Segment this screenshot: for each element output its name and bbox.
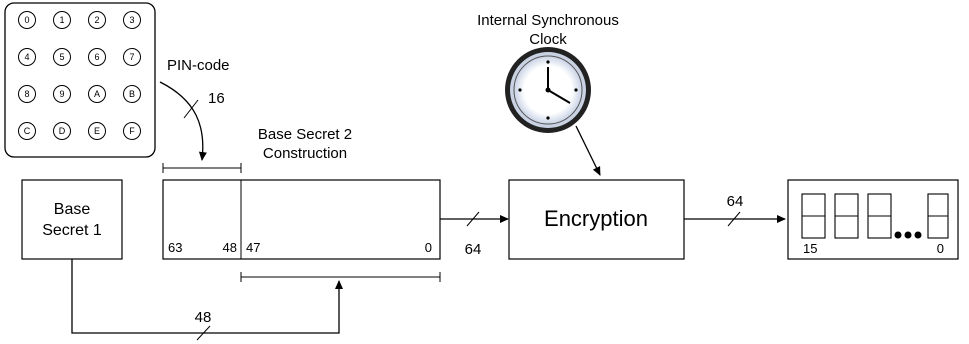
display-digit [801, 193, 826, 239]
keypad-key-label: 2 [94, 15, 99, 25]
keypad-key-7: 7 [123, 48, 141, 66]
keypad-key-label: 9 [59, 89, 64, 99]
clock-icon [505, 47, 591, 133]
keypad-key-label: 3 [129, 15, 134, 25]
keypad-key-label: F [129, 126, 135, 136]
base-secret1-label-line1: Base [54, 201, 91, 218]
keypad-key-1: 1 [53, 11, 71, 29]
register-bus-tick [466, 211, 480, 227]
clock-label-line2: Clock [529, 31, 567, 48]
keypad-key-a: A [88, 85, 106, 103]
base-secret1-label-line2: Secret 1 [42, 222, 102, 239]
bus-48-label: 48 [195, 309, 212, 326]
pin-field-bracket [162, 163, 242, 173]
keypad-key-e: E [88, 122, 106, 140]
pin-code-arrow [159, 81, 207, 161]
keypad-key-label: 7 [129, 52, 134, 62]
token-display [787, 179, 959, 260]
display-digit [927, 193, 949, 239]
keypad-key-label: C [24, 126, 31, 136]
display-digit [834, 193, 859, 239]
bit-63-label: 63 [168, 240, 182, 255]
display-15-label: 15 [803, 241, 817, 256]
base-secret2-register [162, 179, 441, 260]
keypad-key-label: 4 [24, 52, 29, 62]
keypad-key-6: 6 [88, 48, 106, 66]
pin-bits-label: 16 [208, 90, 225, 107]
keypad-key-d: D [53, 122, 71, 140]
keypad-key-9: 9 [53, 85, 71, 103]
base-secret2-label-line1: Base Secret 2 [258, 126, 352, 143]
pin-code-label: PIN-code [167, 57, 230, 74]
bit-48-label: 48 [223, 240, 237, 255]
keypad-key-8: 8 [18, 85, 36, 103]
base-secret1-arrow [71, 259, 343, 334]
keypad-key-label: B [129, 89, 135, 99]
keypad-key-label: 8 [24, 89, 29, 99]
keypad-key-c: C [18, 122, 36, 140]
keypad-key-f: F [123, 122, 141, 140]
bus-64-left-label: 64 [465, 241, 482, 258]
keypad-key-0: 0 [18, 11, 36, 29]
clock-label-line1: Internal Synchronous [477, 12, 619, 29]
keypad-key-label: 5 [59, 52, 64, 62]
keypad-key-label: A [94, 89, 100, 99]
keypad-key-3: 3 [123, 11, 141, 29]
base-secret1-field-bracket [240, 272, 441, 282]
clock-to-encryption-arrow [575, 125, 601, 176]
keypad-key-label: D [59, 126, 66, 136]
keypad-key-label: 0 [24, 15, 29, 25]
output-bus-tick [727, 211, 741, 227]
encryption-box [508, 179, 685, 260]
base-secret2-label-line2: Construction [263, 145, 347, 162]
keypad-key-2: 2 [88, 11, 106, 29]
pin-bus-tick [183, 99, 199, 119]
encryption-label: Encryption [544, 206, 648, 231]
keypad-key-label: 1 [59, 15, 64, 25]
keypad-key-b: B [123, 85, 141, 103]
display-ellipsis [894, 231, 922, 239]
keypad-key-label: 6 [94, 52, 99, 62]
bit-0-label: 0 [425, 240, 432, 255]
bit-47-label: 47 [246, 240, 260, 255]
display-digit [867, 193, 892, 239]
keypad-keys: 0 1 2 3 4 5 6 7 8 9 A B C D E F [18, 11, 141, 140]
base-secret1-box [21, 179, 123, 260]
keypad-key-label: E [94, 126, 100, 136]
display-0-label: 0 [937, 241, 944, 256]
keypad: 0 1 2 3 4 5 6 7 8 9 A B C D E F [4, 2, 156, 158]
bus-64-right-label: 64 [727, 193, 744, 210]
base-secret1-bus-tick [196, 325, 211, 341]
keypad-key-4: 4 [18, 48, 36, 66]
keypad-key-5: 5 [53, 48, 71, 66]
